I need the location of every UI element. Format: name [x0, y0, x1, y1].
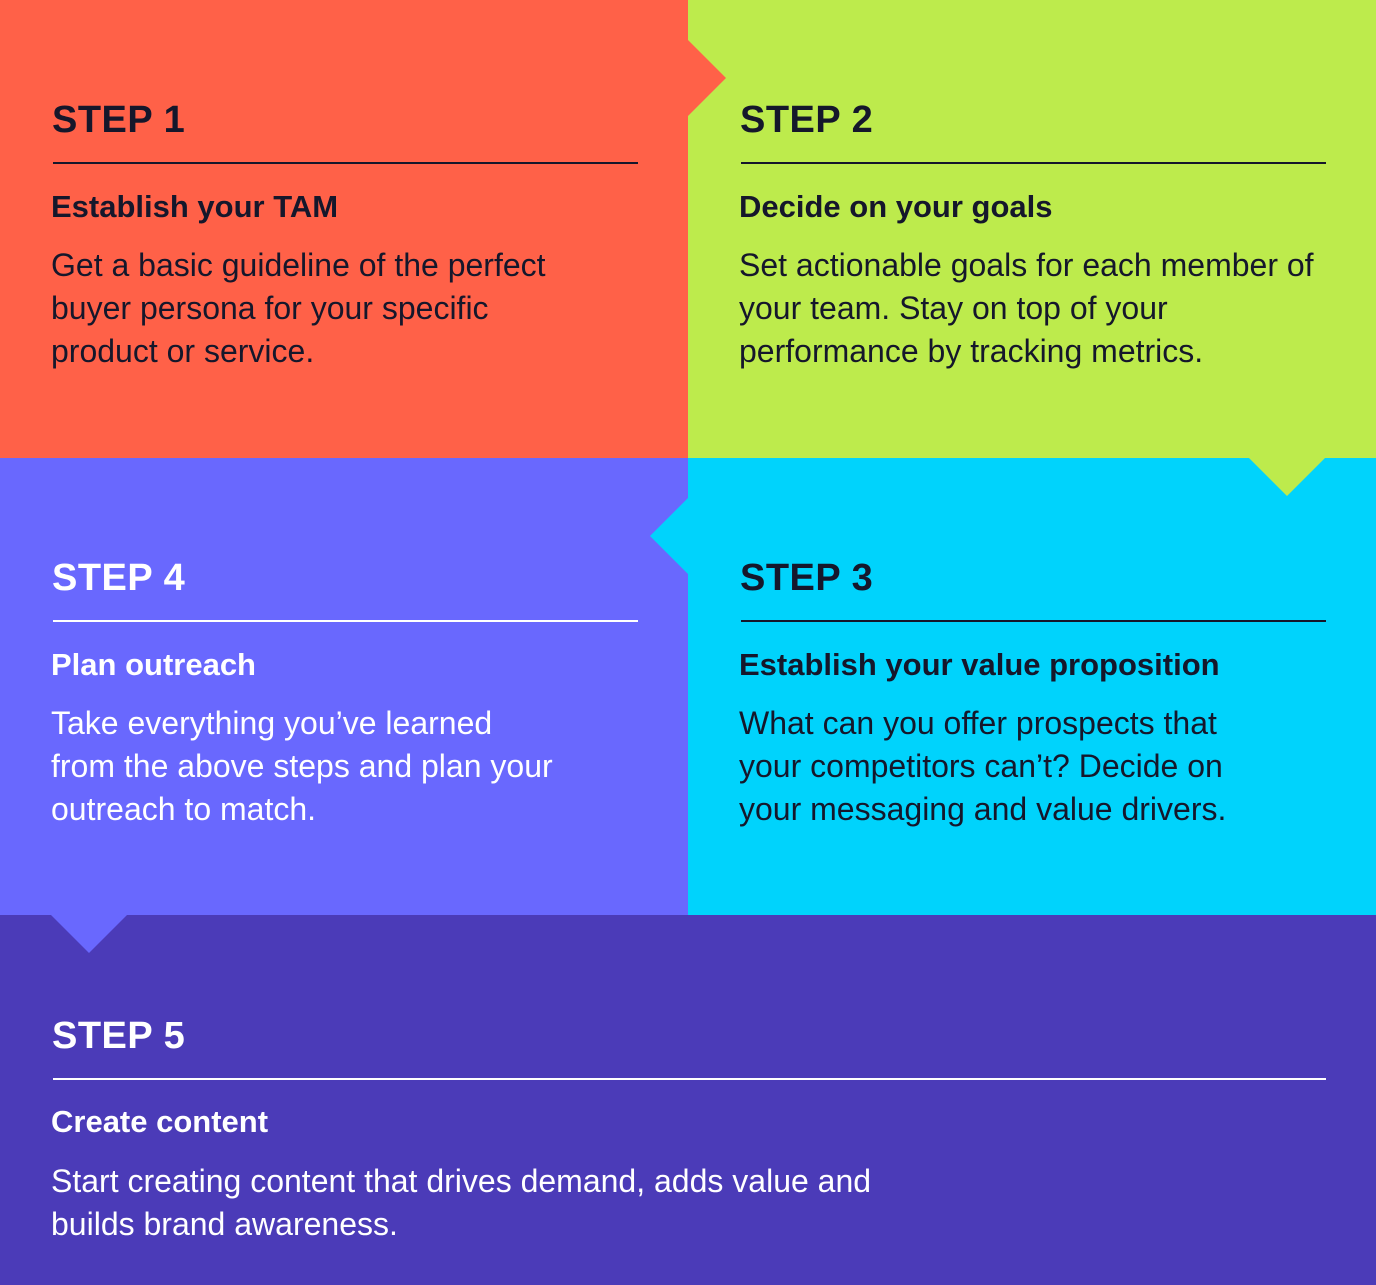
step-4-label: STEP 4	[52, 557, 186, 599]
step-5-label: STEP 5	[52, 1015, 186, 1057]
step-1-panel: STEP 1 Establish your TAM Get a basic gu…	[0, 0, 688, 458]
step-1-divider	[53, 162, 638, 164]
step-5-panel: STEP 5 Create content Start creating con…	[0, 915, 1376, 1285]
step-1-label: STEP 1	[52, 99, 186, 141]
step-3-body: What can you offer prospects that your c…	[739, 705, 1227, 827]
step-5-title: Create content	[51, 1104, 269, 1139]
arrow-right-icon	[688, 40, 726, 116]
arrow-left-icon	[650, 498, 688, 574]
step-2-body: Set actionable goals for each member of …	[739, 247, 1314, 369]
step-2-panel: STEP 2 Decide on your goals Set actionab…	[688, 0, 1376, 458]
step-5-divider	[53, 1078, 1326, 1080]
step-3-label: STEP 3	[740, 557, 874, 599]
step-2-label: STEP 2	[740, 99, 874, 141]
step-3-panel: STEP 3 Establish your value proposition …	[688, 458, 1376, 915]
arrow-down-icon	[1249, 458, 1325, 496]
step-2-divider	[741, 162, 1326, 164]
step-4-panel: STEP 4 Plan outreach Take everything you…	[0, 458, 688, 915]
step-2-title: Decide on your goals	[739, 189, 1053, 224]
step-1-title: Establish your TAM	[51, 189, 339, 224]
arrow-down-icon	[51, 915, 127, 953]
step-4-title: Plan outreach	[51, 647, 256, 682]
step-3-title: Establish your value proposition	[739, 647, 1220, 682]
step-5-body: Start creating content that drives deman…	[51, 1163, 872, 1242]
step-3-divider	[741, 620, 1326, 622]
step-4-body: Take everything you’ve learned from the …	[51, 705, 553, 827]
step-1-body: Get a basic guideline of the perfect buy…	[51, 247, 546, 369]
step-4-divider	[53, 620, 638, 622]
